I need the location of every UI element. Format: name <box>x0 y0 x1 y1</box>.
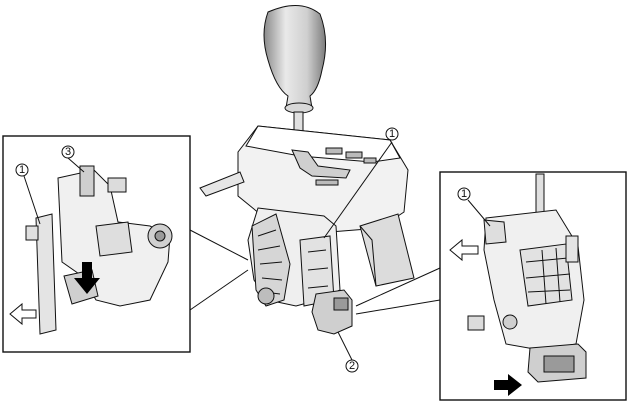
connector-left-bottom <box>189 269 249 311</box>
right-left-stub <box>467 315 485 331</box>
callout-main-2-label: 2 <box>349 360 355 372</box>
pivot-bolt <box>257 287 275 305</box>
arrow-right-icon <box>494 374 522 396</box>
callout-left-1-label: 1 <box>19 164 25 176</box>
plate-lines <box>307 249 329 289</box>
lattice-arm <box>251 213 291 307</box>
callout-main-1: 1 <box>385 127 399 141</box>
lattice-ribs <box>257 229 283 295</box>
arrow-left-outline-icon <box>9 302 37 326</box>
right-shaft <box>535 173 545 215</box>
leader-main-1 <box>323 141 393 239</box>
right-mount <box>359 213 415 287</box>
callout-right-1: 1 <box>457 187 471 201</box>
inset-connectors <box>189 229 441 315</box>
housing-side-tab <box>199 171 245 197</box>
callout-main-2: 2 <box>345 359 359 373</box>
right-pivot <box>502 314 518 330</box>
shift-gate <box>291 149 351 179</box>
right-inset: 1 <box>439 171 627 401</box>
main-assembly <box>199 5 415 361</box>
shift-lock-connector <box>333 297 349 311</box>
right-mount-edge <box>359 225 377 287</box>
callout-left-3: 3 <box>61 145 75 159</box>
leader-left-1 <box>23 175 41 225</box>
left-top-knob <box>107 177 127 193</box>
leader-right-1 <box>467 199 491 227</box>
leader-left-3 <box>67 157 85 173</box>
gate-slot-b <box>345 151 363 159</box>
right-side-tab <box>565 235 579 263</box>
connector-left-top <box>189 229 249 261</box>
connector-right-top <box>355 267 441 307</box>
right-lock-connector <box>543 355 575 373</box>
callout-main-1-label: 1 <box>389 128 395 140</box>
connector-right-bottom <box>355 299 441 315</box>
left-side-nub <box>25 225 39 241</box>
gate-slot-c <box>363 157 377 164</box>
right-lattice-ribs <box>525 247 571 305</box>
shift-knob <box>263 5 326 113</box>
left-lever <box>95 221 133 257</box>
arrow-left-outline-icon <box>449 238 479 262</box>
left-top-cylinder <box>79 165 95 197</box>
arrow-down-icon <box>74 262 100 294</box>
right-top-tab <box>483 219 507 245</box>
callout-left-1: 1 <box>15 163 29 177</box>
left-cable-end-core <box>154 230 166 242</box>
callout-right-1-label: 1 <box>461 188 467 200</box>
shift-lock-unit <box>311 289 353 335</box>
callout-left-3-label: 3 <box>65 146 71 158</box>
left-mount-plate <box>35 213 57 335</box>
left-inset: 1 3 <box>2 135 191 353</box>
gate-slot-a <box>325 147 343 155</box>
gate-slot-d <box>315 179 339 186</box>
leader-main-2 <box>337 331 353 361</box>
